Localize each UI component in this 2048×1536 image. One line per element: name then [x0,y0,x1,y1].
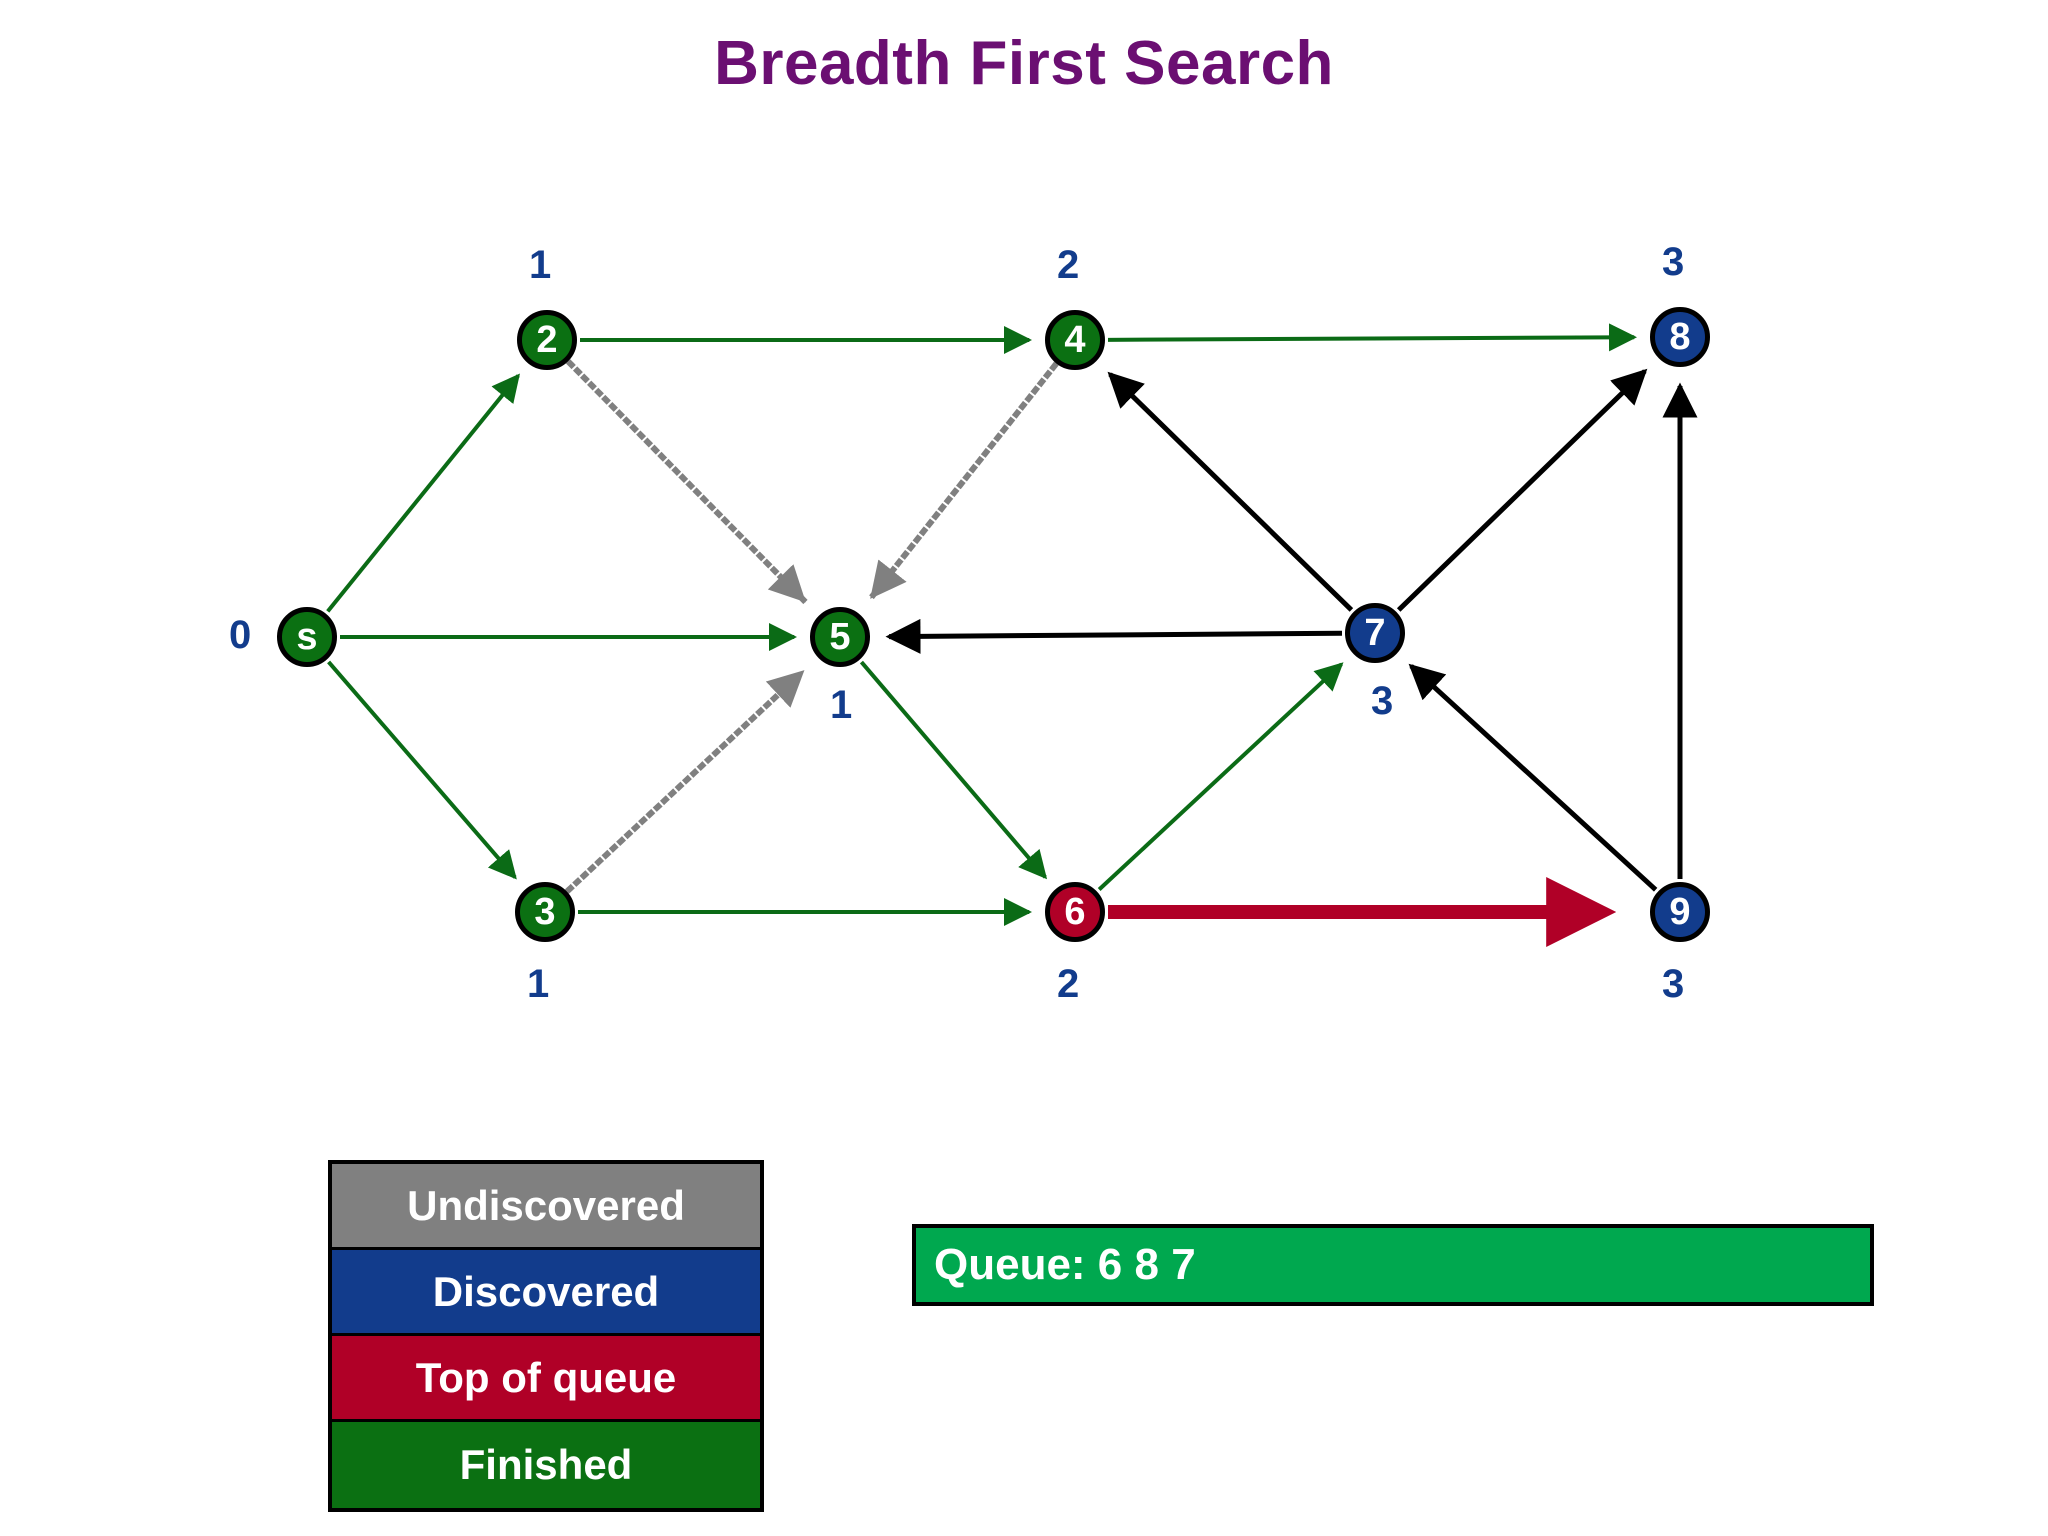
legend-row-top-of-queue: Top of queue [332,1336,760,1422]
graph-edge [1107,323,1638,352]
graph-node-label: 7 [1364,612,1386,654]
graph-node-3[interactable]: 3 [515,882,575,942]
graph-edge [326,373,520,613]
legend-row-finished: Finished [332,1422,760,1508]
distance-label-9: 3 [1662,962,1685,1006]
graph-node-label: 9 [1669,891,1691,933]
queue-status-box: Queue: 6 8 7 [912,1224,1874,1306]
graph-node-label: 2 [536,319,558,361]
distance-label-5: 1 [830,683,853,727]
graph-edge [868,361,1059,601]
graph-edge [1097,662,1344,891]
graph-edge [564,668,807,894]
graph-node-label: 8 [1669,316,1691,358]
graph-node-label: 3 [534,891,556,933]
legend-label: Undiscovered [407,1181,685,1229]
queue-text: Queue: 6 8 7 [934,1240,1196,1289]
distance-label-4: 2 [1057,243,1080,287]
page-title: Breadth First Search [714,29,1334,98]
graph-edge [885,618,1343,654]
graph-node-label: s [296,616,318,658]
distance-label-7: 3 [1371,679,1394,723]
distance-label-8: 3 [1662,240,1685,284]
graph-node-label: 4 [1064,319,1086,361]
graph-node-8[interactable]: 8 [1650,307,1710,367]
graph-node-label: 6 [1064,891,1086,933]
distance-label-3: 1 [527,962,550,1006]
graph-edge [1396,368,1648,612]
legend-label: Finished [459,1441,633,1488]
graph-edge [327,660,517,880]
graph-node-label: 5 [829,616,851,658]
graph-node-4[interactable]: 4 [1045,310,1105,370]
graph-node-7[interactable]: 7 [1345,603,1405,663]
graph-node-s[interactable]: s [277,607,337,667]
legend-row-undiscovered: Undiscovered [332,1164,760,1250]
distance-label-6: 2 [1057,962,1080,1006]
graph-edge [1408,663,1658,892]
graph-node-2[interactable]: 2 [517,310,577,370]
distance-label-s: 0 [229,613,252,657]
graph-node-9[interactable]: 9 [1650,882,1710,942]
graph-node-6[interactable]: 6 [1045,882,1105,942]
legend-label: Discovered [432,1267,660,1315]
legend-row-discovered: Discovered [332,1250,760,1336]
legend-label: Top of queue [415,1353,677,1401]
edge-layer [326,323,1698,947]
distance-label-2: 1 [529,243,552,287]
graph-node-5[interactable]: 5 [810,607,870,667]
graph-edge [859,660,1048,880]
graph-edge [1107,371,1354,612]
graph-edge [565,359,808,605]
